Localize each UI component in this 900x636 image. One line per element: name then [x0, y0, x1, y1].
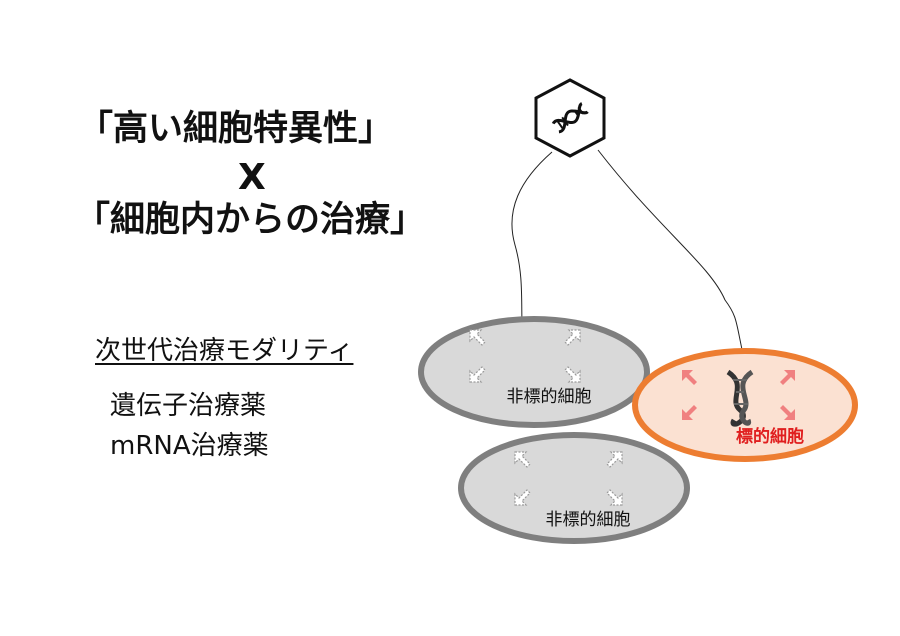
modality-item-mrna: mRNA治療薬	[110, 431, 269, 461]
modality-heading: 次世代治療モダリティ	[95, 336, 354, 366]
delivery-path-to-non-target	[511, 151, 553, 348]
target-cell: 標的細胞	[632, 348, 858, 462]
non-target-cell-label-1: 非標的細胞	[507, 387, 592, 407]
non-target-cell-label-2: 非標的細胞	[546, 510, 631, 530]
headline-times: X	[238, 157, 266, 198]
headline-line1: 「高い細胞特異性」	[78, 109, 394, 149]
modality-item-gene-therapy: 遺伝子治療薬	[110, 391, 267, 421]
target-cell-label: 標的細胞	[736, 426, 804, 447]
non-target-cell-1: 非標的細胞	[418, 316, 650, 428]
headline-line2: 「細胞内からの治療」	[75, 200, 426, 240]
non-target-cell-2: 非標的細胞	[458, 432, 690, 544]
delivery-path-to-target	[597, 149, 751, 376]
dna-hexagon-icon	[534, 78, 606, 158]
dna-double-helix-icon	[726, 369, 754, 427]
